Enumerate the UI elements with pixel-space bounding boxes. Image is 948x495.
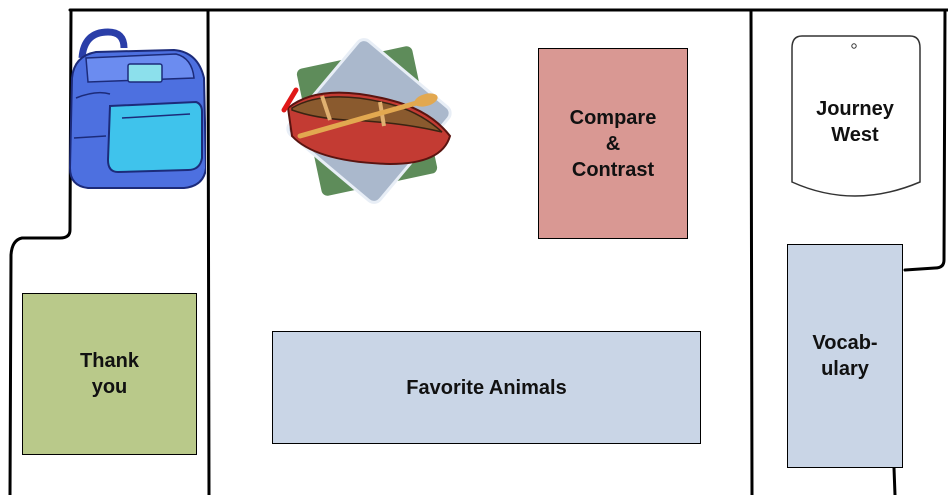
vocabulary-card[interactable]: Vocab- ulary [787,244,903,468]
favorite-animals-card[interactable]: Favorite Animals [272,331,701,444]
backpack-icon [68,28,206,189]
compare-contrast-card[interactable]: Compare & Contrast [538,48,688,239]
journey-west-tag[interactable]: Journey West [816,97,894,146]
tag-shape [791,35,921,197]
thank-you-card[interactable]: Thank you [22,293,197,455]
canoe-icon [281,38,452,204]
